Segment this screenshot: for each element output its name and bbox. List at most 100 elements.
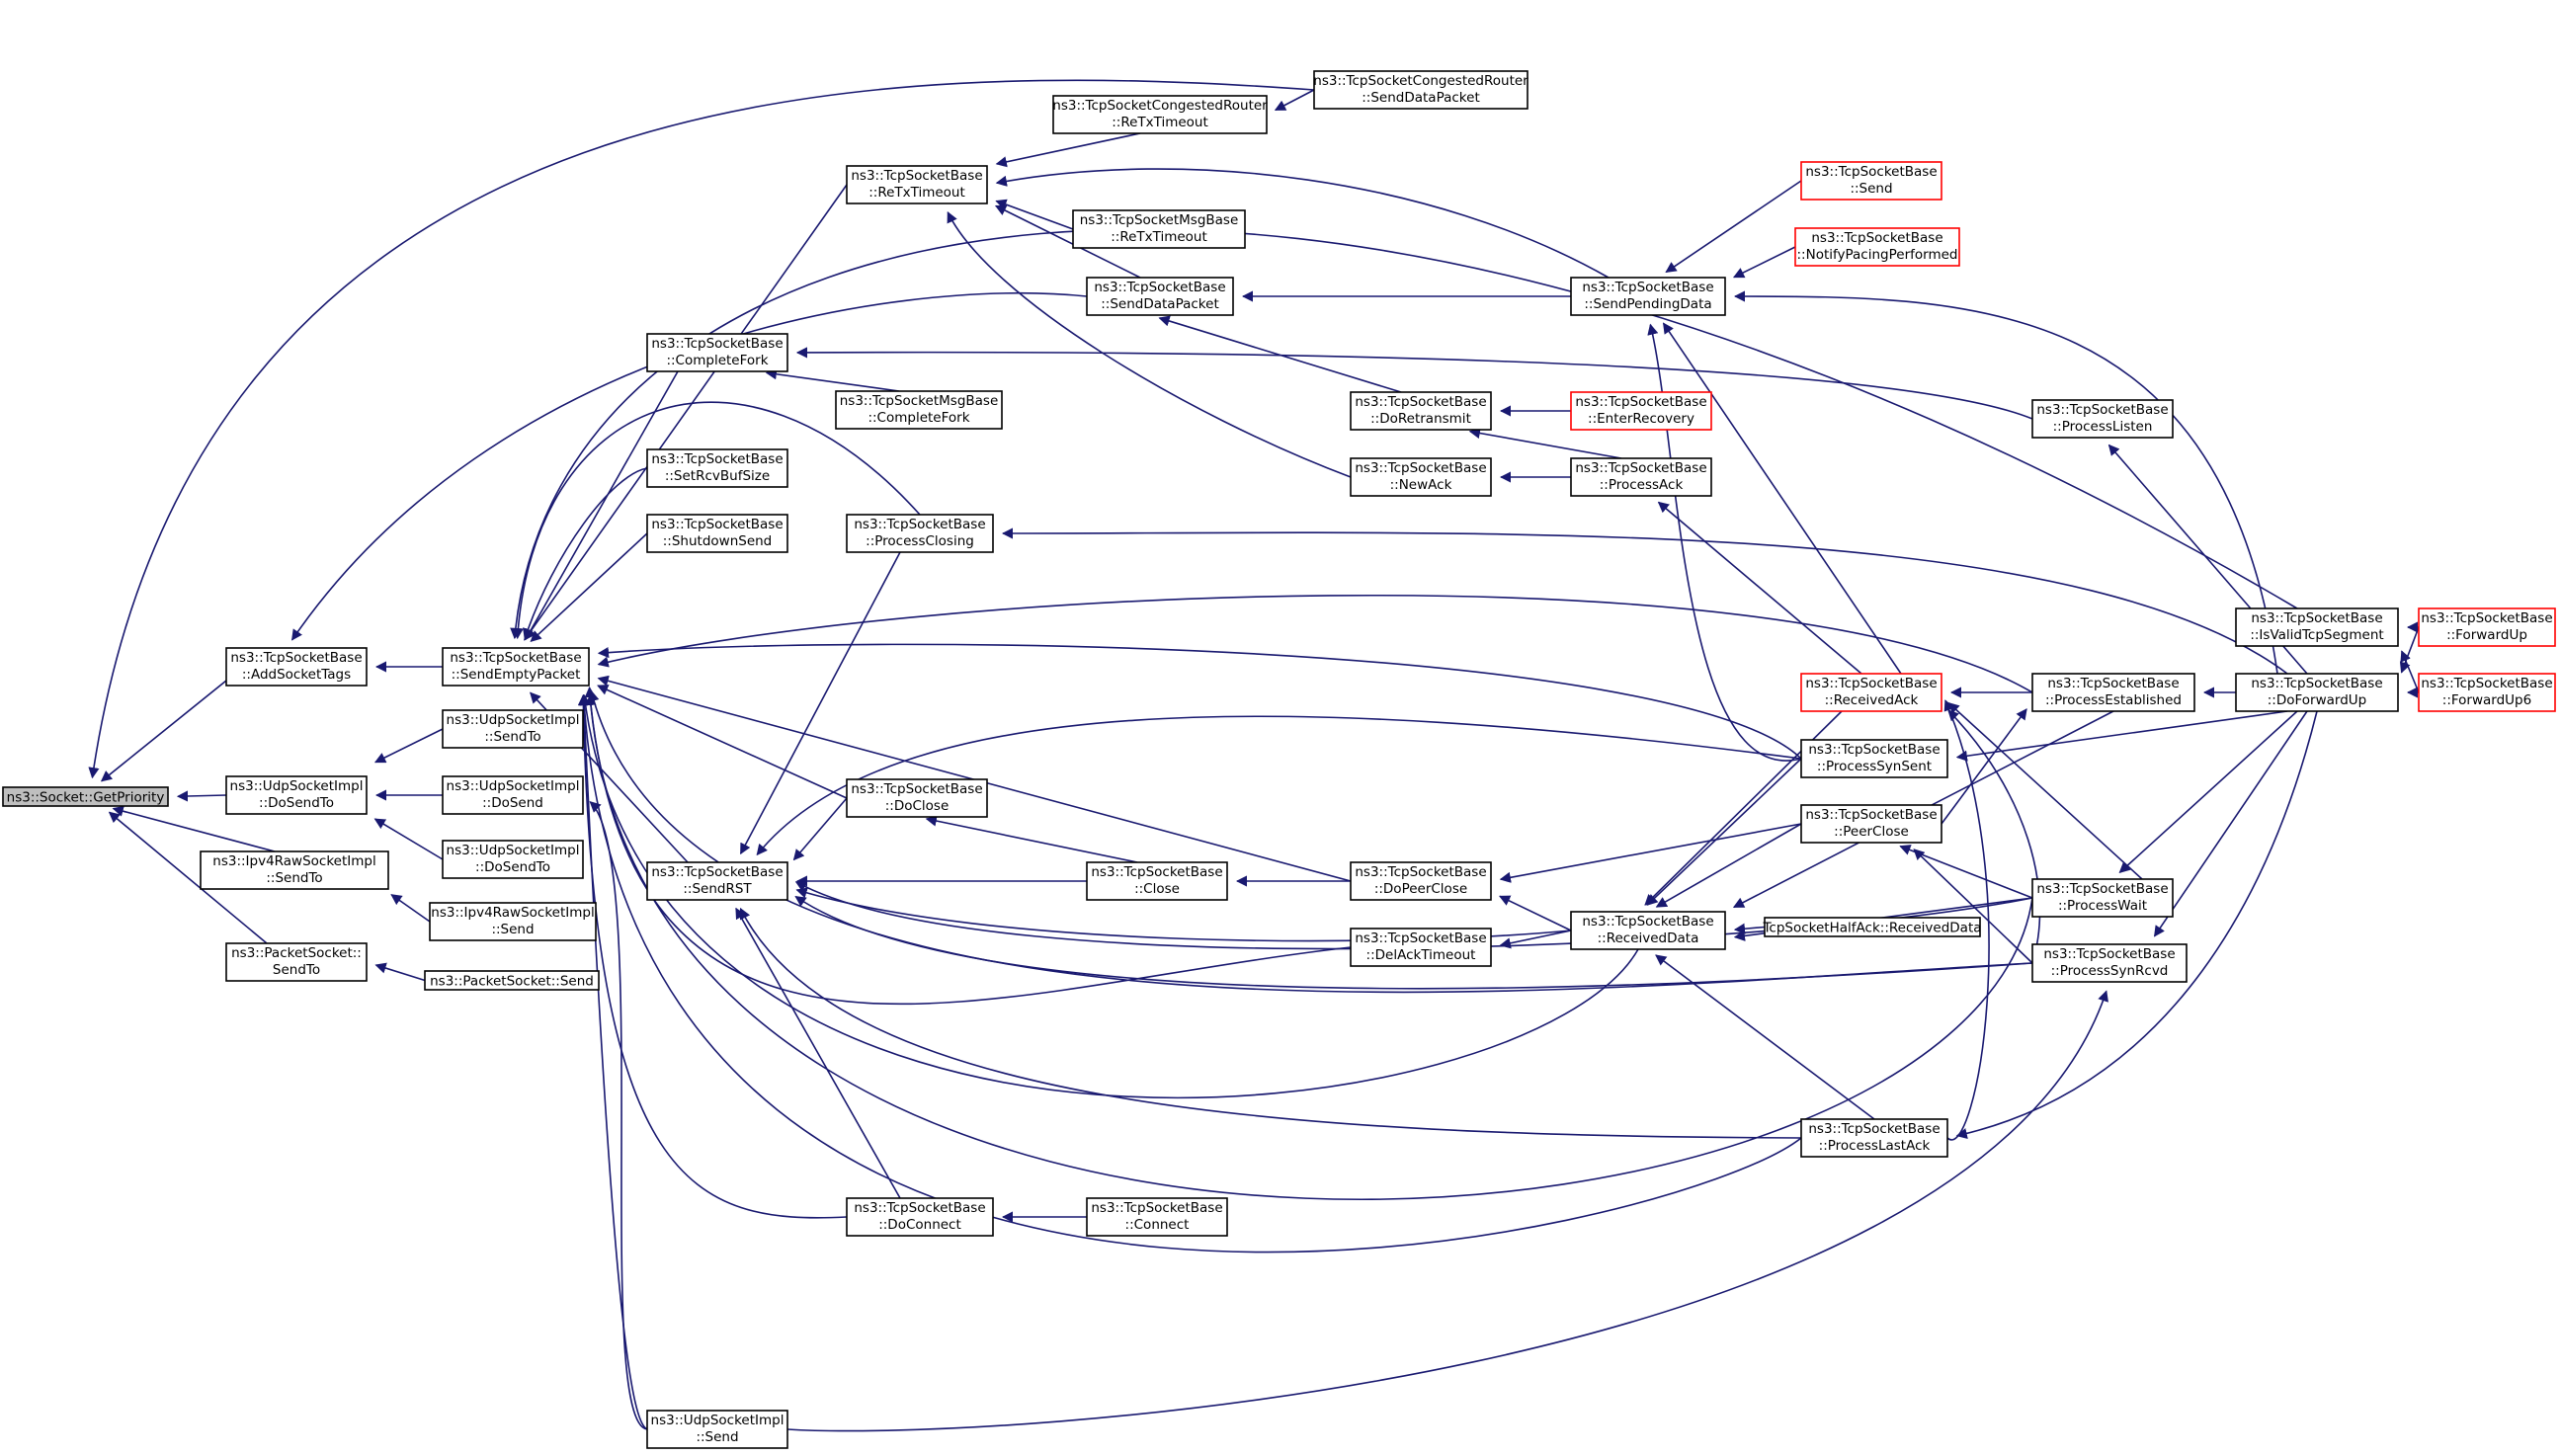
nodes: ns3::Socket::GetPriorityns3::TcpSocketBa… [2,70,2556,1449]
edge-msgcompletefork-completefork [765,368,900,392]
node-label: ::NewAck [1390,477,1452,493]
edge-processsynsent-sep [597,643,1802,760]
edge-udpsend-udpdosend [589,801,648,1430]
node-msg-complete-fork[interactable]: ns3::TcpSocketMsgBase::CompleteFork [835,390,1003,430]
node-label: ::ReTxTimeout [1112,115,1208,130]
node-process-syn-rcvd[interactable]: ns3::TcpSocketBase::ProcessSynRcvd [2031,943,2188,983]
node-ipv4-raw-send-to[interactable]: ns3::Ipv4RawSocketImpl::SendTo [200,850,389,890]
edge-doclose-sendrst [792,797,848,861]
node-do-peer-close[interactable]: ns3::TcpSocketBase::DoPeerClose [1350,861,1492,901]
node-process-ack[interactable]: ns3::TcpSocketBase::ProcessAck [1570,457,1712,497]
node-congested-send-data[interactable]: ns3::TcpSocketCongestedRouter::SendDataP… [1313,70,1528,110]
node-label: ::EnterRecovery [1588,411,1694,427]
node-is-valid-tcp-segment[interactable]: ns3::TcpSocketBase::IsValidTcpSegment [2235,607,2399,647]
node-do-retransmit[interactable]: ns3::TcpSocketBase::DoRetransmit [1350,391,1492,431]
node-congested-re-tx[interactable]: ns3::TcpSocketCongestedRouter::ReTxTimeo… [1052,95,1268,134]
node-packet-socket-send[interactable]: ns3::PacketSocket::Send [424,970,600,991]
node-label: ::DoClose [885,798,950,814]
node-process-listen[interactable]: ns3::TcpSocketBase::ProcessListen [2031,399,2174,439]
node-udp-do-send-to[interactable]: ns3::UdpSocketImpl::DoSendTo [225,775,368,815]
node-label: ns3::TcpSocketBase [450,650,581,666]
node-box [200,850,389,890]
node-label: ns3::TcpSocketBase [2036,402,2168,418]
node-connect[interactable]: ns3::TcpSocketBase::Connect [1086,1197,1228,1237]
node-label: ns3::TcpSocketCongestedRouter [1313,73,1528,89]
node-box [1800,161,1942,201]
edge-udpdosendto-root [176,790,227,802]
node-label: ::CompleteFork [666,353,768,368]
node-label: ns3::UdpSocketImpl [651,1413,785,1428]
edge-sendpending-retx [995,168,1610,279]
edge-processest-sep [597,594,2033,693]
node-do-close[interactable]: ns3::TcpSocketBase::DoClose [846,778,988,818]
node-send-empty-packet[interactable]: ns3::TcpSocketBase::SendEmptyPacket [442,647,590,687]
node-process-closing[interactable]: ns3::TcpSocketBase::ProcessClosing [846,514,994,553]
node-enter-recovery[interactable]: ns3::TcpSocketBase::EnterRecovery [1570,391,1712,431]
node-box [2235,673,2399,712]
node-udp-send-to[interactable]: ns3::UdpSocketImpl::SendTo [442,709,584,749]
node-label: ::DoRetransmit [1370,411,1471,427]
node-box [2031,399,2174,439]
node-box [1800,673,1942,712]
node-close[interactable]: ns3::TcpSocketBase::Close [1086,861,1228,901]
node-label: ns3::TcpSocketBase [651,864,783,880]
node-udp-send[interactable]: ns3::UdpSocketImpl::Send [646,1410,788,1449]
node-half-ack[interactable]: TcpSocketHalfAck::ReceivedData [1762,917,1982,937]
node-forward-up[interactable]: ns3::TcpSocketBase::ForwardUp [2418,607,2556,647]
node-add-socket-tags[interactable]: ns3::TcpSocketBase::AddSocketTags [225,647,368,687]
node-process-last-ack[interactable]: ns3::TcpSocketBase::ProcessLastAck [1800,1118,1948,1158]
node-process-wait[interactable]: ns3::TcpSocketBase::ProcessWait [2031,878,2174,918]
node-label: ::SendDataPacket [1101,296,1219,312]
edge-doforwardup-sendpending [1733,290,2278,675]
node-label: ns3::TcpSocketBase [1091,864,1222,880]
node-box [225,647,368,687]
node-label: TcpSocketHalfAck::ReceivedData [1762,921,1981,936]
node-re-tx-timeout[interactable]: ns3::TcpSocketBase::ReTxTimeout [846,165,988,204]
node-box [846,165,988,204]
node-forward-up6[interactable]: ns3::TcpSocketBase::ForwardUp6 [2418,673,2556,712]
node-root[interactable]: ns3::Socket::GetPriority [2,786,169,807]
node-send-r-s-t[interactable]: ns3::TcpSocketBase::SendRST [646,861,788,901]
node-label: ns3::TcpSocketBase [1094,280,1225,295]
node-received-data[interactable]: ns3::TcpSocketBase::ReceivedData [1570,911,1726,950]
node-do-connect[interactable]: ns3::TcpSocketBase::DoConnect [846,1197,994,1237]
edge-processclosing-sep [512,401,921,640]
node-do-forward-up[interactable]: ns3::TcpSocketBase::DoForwardUp [2235,673,2399,712]
node-new-ack[interactable]: ns3::TcpSocketBase::NewAck [1350,457,1492,497]
node-label: ns3::Socket::GetPriority [7,790,165,806]
edge-peerclose-receiveddata [1655,823,1802,908]
edges [88,79,2420,1432]
edge-processwait-sep [584,686,2033,1200]
node-box [1570,911,1726,950]
node-del-ack-timeout[interactable]: ns3::TcpSocketBase::DelAckTimeout [1350,928,1492,967]
node-udp-do-send[interactable]: ns3::UdpSocketImpl::DoSend [442,775,584,815]
node-box [442,647,590,687]
edge-doforwardup-processclosing [1001,527,2288,675]
node-packet-socket-send-to[interactable]: ns3::PacketSocket::SendTo [225,942,368,982]
node-send-pending-data[interactable]: ns3::TcpSocketBase::SendPendingData [1570,277,1726,316]
edge-ipv4rawsendto-root [112,805,276,852]
node-shutdown-send[interactable]: ns3::TcpSocketBase::ShutdownSend [646,514,788,553]
edge-processsynrcvd-sendrst [794,895,2033,990]
node-label: ns3::UdpSocketImpl [447,843,580,858]
node-box [1570,391,1712,431]
node-set-rcv-buf-size[interactable]: ns3::TcpSocketBase::SetRcvBufSize [646,448,788,488]
node-received-ack[interactable]: ns3::TcpSocketBase::ReceivedAck [1800,673,1942,712]
node-label: ns3::TcpSocketBase [1091,1200,1222,1216]
node-complete-fork[interactable]: ns3::TcpSocketBase::CompleteFork [646,333,788,372]
node-notify-pacing[interactable]: ns3::TcpSocketBase::NotifyPacingPerforme… [1794,227,1960,267]
node-label: ns3::TcpSocketBase [1355,930,1486,946]
node-label: ns3::PacketSocket::Send [430,974,594,990]
edge-ipv4rawsend-ipv4rawsendto [390,894,431,923]
node-send[interactable]: ns3::TcpSocketBase::Send [1800,161,1942,201]
node-label: ::SendTo [266,870,322,886]
node-send-data-packet[interactable]: ns3::TcpSocketBase::SendDataPacket [1086,277,1234,316]
edge-receiveddata-dopeerclose [1499,895,1572,931]
node-ipv4-raw-send[interactable]: ns3::Ipv4RawSocketImpl::Send [429,902,597,941]
node-process-syn-sent[interactable]: ns3::TcpSocketBase::ProcessSynSent [1800,739,1948,778]
node-udp-do-send-to2[interactable]: ns3::UdpSocketImpl::DoSendTo [442,840,584,879]
node-process-established[interactable]: ns3::TcpSocketBase::ProcessEstablished [2031,673,2195,712]
node-peer-close[interactable]: ns3::TcpSocketBase::PeerClose [1800,804,1942,844]
edge-senddatapacket-retx [994,204,1141,279]
node-msg-re-tx[interactable]: ns3::TcpSocketMsgBase::ReTxTimeout [1072,209,1246,249]
